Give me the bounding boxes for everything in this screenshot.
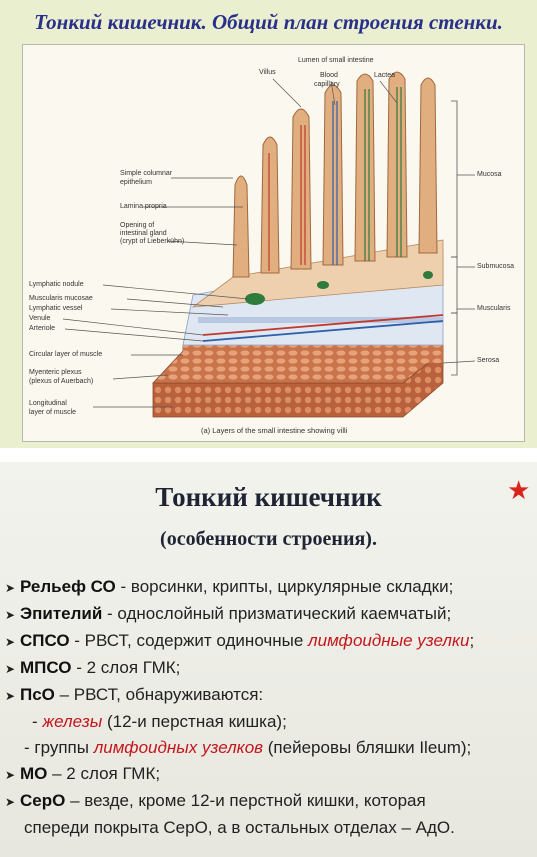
arrow-bullet-icon: ➤ [5,795,16,809]
label-simple-columnar-1: Simple columnar [120,170,173,177]
label-lamina-propria: Lamina propria [120,203,167,210]
diagram-caption: (a) Layers of the small intestine showin… [201,426,348,435]
arrow-bullet-icon: ➤ [5,662,16,676]
label-muscularis-mucosae: Muscularis mucosae [29,295,93,302]
arrow-bullet-icon: ➤ [5,608,16,622]
label-lymphatic-nodule: Lymphatic nodule [29,281,84,288]
label-opening-3: (crypt of Lieberkühn) [120,238,185,245]
label-opening-2: intestinal gland [120,230,167,237]
label-circular-layer: Circular layer of muscle [29,351,103,358]
label-simple-columnar-2: epithelium [120,179,152,186]
list-item: ➤СерО – везде, кроме 12-и перстной кишки… [5,788,535,815]
list-item: ➤Эпителий - однослойный призматический к… [5,601,535,628]
label-arteriole: Arteriole [29,325,56,332]
label-venule: Venule [29,315,51,322]
list-subitem: - железы (12-и перстная кишка); [32,712,287,731]
diagram-slide: Тонкий кишечник. Общий план строения сте… [0,0,537,448]
intestine-wall-illustration [62,71,476,418]
label-lumen: Lumen of small intestine [298,57,374,64]
blood-capillaries [202,87,444,342]
text-slide: Тонкий кишечник (особенности строения). … [0,462,537,857]
list-item: ➤МПСО - 2 слоя ГМК; [5,655,535,682]
list-item: ➤ПсО – РВСТ, обнаруживаются: [5,682,535,709]
slide1-title: Тонкий кишечник. Общий план строения сте… [34,10,503,34]
label-myenteric-1: Myenteric plexus [29,369,82,376]
list-item: ➤Рельеф СО - ворсинки, крипты, циркулярн… [5,574,535,601]
feature-list: ➤Рельеф СО - ворсинки, крипты, циркулярн… [5,574,535,841]
label-mucosa: Mucosa [477,171,502,178]
list-item-continuation: спереди покрыта СерО, а в остальных отде… [24,818,455,837]
label-lymphatic-vessel: Lymphatic vessel [29,305,83,312]
list-item: ➤СПСО - РВСТ, содержит одиночные лимфоид… [5,628,535,655]
label-longitudinal-1: Longitudinal [29,400,67,407]
intestine-wall-diagram: Lumen of small intestine Villus Blood ca… [22,44,525,442]
label-muscularis: Muscularis [477,305,511,312]
list-item: ➤МО – 2 слоя ГМК; [5,761,535,788]
arrow-bullet-icon: ➤ [5,581,16,595]
label-lactea: Lactea [374,72,396,79]
label-myenteric-2: (plexus of Auerbach) [29,378,94,385]
label-serosa: Serosa [477,357,500,364]
lymphatic-nodule [245,293,265,305]
label-villus: Villus [259,69,276,76]
slide2-subtitle: (особенности строения). [160,528,377,550]
star-icon: ★ [507,475,531,505]
villi [232,71,438,278]
arrow-bullet-icon: ➤ [5,635,16,649]
label-longitudinal-2: layer of muscle [29,409,77,416]
arrow-bullet-icon: ➤ [5,689,16,703]
arrow-bullet-icon: ➤ [5,768,16,782]
slide-separator [0,448,537,462]
list-subitem: - группы лимфоидных узелков (пейеровы бл… [24,738,472,757]
label-capillary: capillary [314,81,340,88]
slide2-title: Тонкий кишечник [155,482,382,512]
label-blood: Blood [320,72,338,79]
label-opening-1: Opening of [120,222,155,229]
label-submucosa: Submucosa [477,263,514,270]
